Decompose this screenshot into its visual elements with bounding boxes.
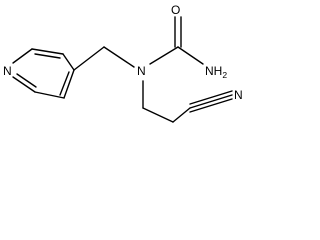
carbonyl-oxygen-label: O	[171, 3, 180, 17]
nitrile-nitrogen-label: N	[234, 88, 243, 102]
ethyl-to-nitrile-bond	[172, 107, 191, 123]
ring-to-methylene-bond	[73, 46, 105, 71]
ethyl-bond	[142, 107, 174, 123]
ring-bond-c3-c3-double	[34, 53, 61, 59]
ring-bond-c4-c5	[63, 69, 75, 99]
ring-bond-c6-n	[12, 76, 36, 93]
carbonyl-to-amide-bond	[177, 46, 204, 65]
ring-bond-c6-n-double	[16, 73, 37, 88]
methylene-to-amine-bond	[103, 46, 135, 68]
ring-bond-c3-c4	[62, 53, 75, 71]
ring-bond-n-c2	[12, 48, 33, 64]
ring-nitrogen-label: N	[3, 64, 12, 78]
pyridine-ring: N	[3, 48, 75, 99]
amide-nh2-label: NH2	[205, 64, 227, 80]
nitrile-triple-bond-2	[189, 94, 233, 109]
chemical-structure: N N O NH2 N	[3, 3, 243, 123]
ring-bond-c4-c5-double	[59, 71, 70, 96]
amine-nitrogen-label: N	[137, 64, 146, 78]
ring-bond-c5-c6	[34, 91, 65, 99]
amine-to-carbonyl-bond	[149, 46, 179, 65]
nitrile-triple-bond-3	[189, 98, 233, 113]
nitrile-triple-bond-1	[189, 90, 233, 105]
ring-bond-c2-c3	[31, 48, 64, 55]
